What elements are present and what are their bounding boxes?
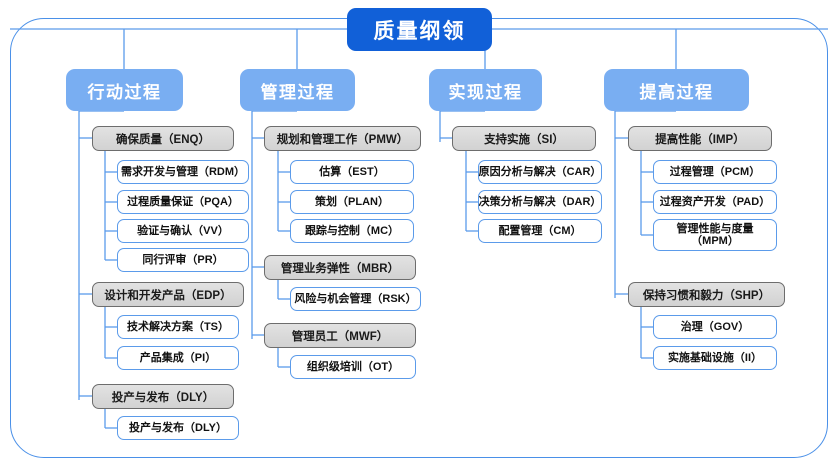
leaf-box-vv[interactable]: 验证与确认（VV）: [117, 219, 249, 243]
leaf-box-pcm[interactable]: 过程管理（PCM）: [653, 160, 777, 184]
leaf-box-pr[interactable]: 同行评审（PR）: [117, 248, 249, 272]
leaf-box-plan[interactable]: 策划（PLAN）: [290, 190, 414, 214]
leaf-box-ii[interactable]: 实施基础设施（II）: [653, 346, 777, 370]
diagram-title: 质量纲领: [347, 8, 492, 51]
column-header-action-process[interactable]: 行动过程: [66, 69, 183, 111]
group-box-edp[interactable]: 设计和开发产品（EDP）: [92, 282, 244, 307]
leaf-box-car[interactable]: 原因分析与解决（CAR）: [478, 160, 602, 184]
leaf-box-mpm[interactable]: 管理性能与度量（MPM）: [653, 219, 777, 251]
group-box-enq[interactable]: 确保质量（ENQ）: [92, 126, 234, 151]
leaf-box-pi[interactable]: 产品集成（PI）: [117, 346, 239, 370]
leaf-box-dly[interactable]: 投产与发布（DLY）: [117, 416, 239, 440]
leaf-box-mc[interactable]: 跟踪与控制（MC）: [290, 219, 414, 243]
leaf-box-rsk[interactable]: 风险与机会管理（RSK）: [290, 287, 421, 311]
leaf-box-rdm[interactable]: 需求开发与管理（RDM）: [117, 160, 249, 184]
leaf-box-pqa[interactable]: 过程质量保证（PQA）: [117, 190, 249, 214]
leaf-box-est[interactable]: 估算（EST）: [290, 160, 414, 184]
column-header-realization-process[interactable]: 实现过程: [429, 69, 542, 111]
group-box-imp[interactable]: 提高性能（IMP）: [628, 126, 772, 151]
group-box-dly[interactable]: 投产与发布（DLY）: [92, 384, 234, 409]
leaf-box-ts[interactable]: 技术解决方案（TS）: [117, 315, 239, 339]
column-header-improvement-process[interactable]: 提高过程: [604, 69, 749, 111]
group-box-shp[interactable]: 保持习惯和毅力（SHP）: [628, 282, 785, 307]
column-header-management-process[interactable]: 管理过程: [240, 69, 355, 111]
leaf-box-ot[interactable]: 组织级培训（OT）: [290, 355, 416, 379]
leaf-box-dar[interactable]: 决策分析与解决（DAR）: [478, 190, 602, 214]
group-box-pmw[interactable]: 规划和管理工作（PMW）: [264, 126, 421, 151]
leaf-box-gov[interactable]: 治理（GOV）: [653, 315, 777, 339]
group-box-mwf[interactable]: 管理员工（MWF）: [264, 323, 416, 348]
group-box-mbr[interactable]: 管理业务弹性（MBR）: [264, 255, 416, 280]
leaf-box-cm[interactable]: 配置管理（CM）: [478, 219, 602, 243]
group-box-si[interactable]: 支持实施（SI）: [452, 126, 596, 151]
leaf-box-pad[interactable]: 过程资产开发（PAD）: [653, 190, 777, 214]
